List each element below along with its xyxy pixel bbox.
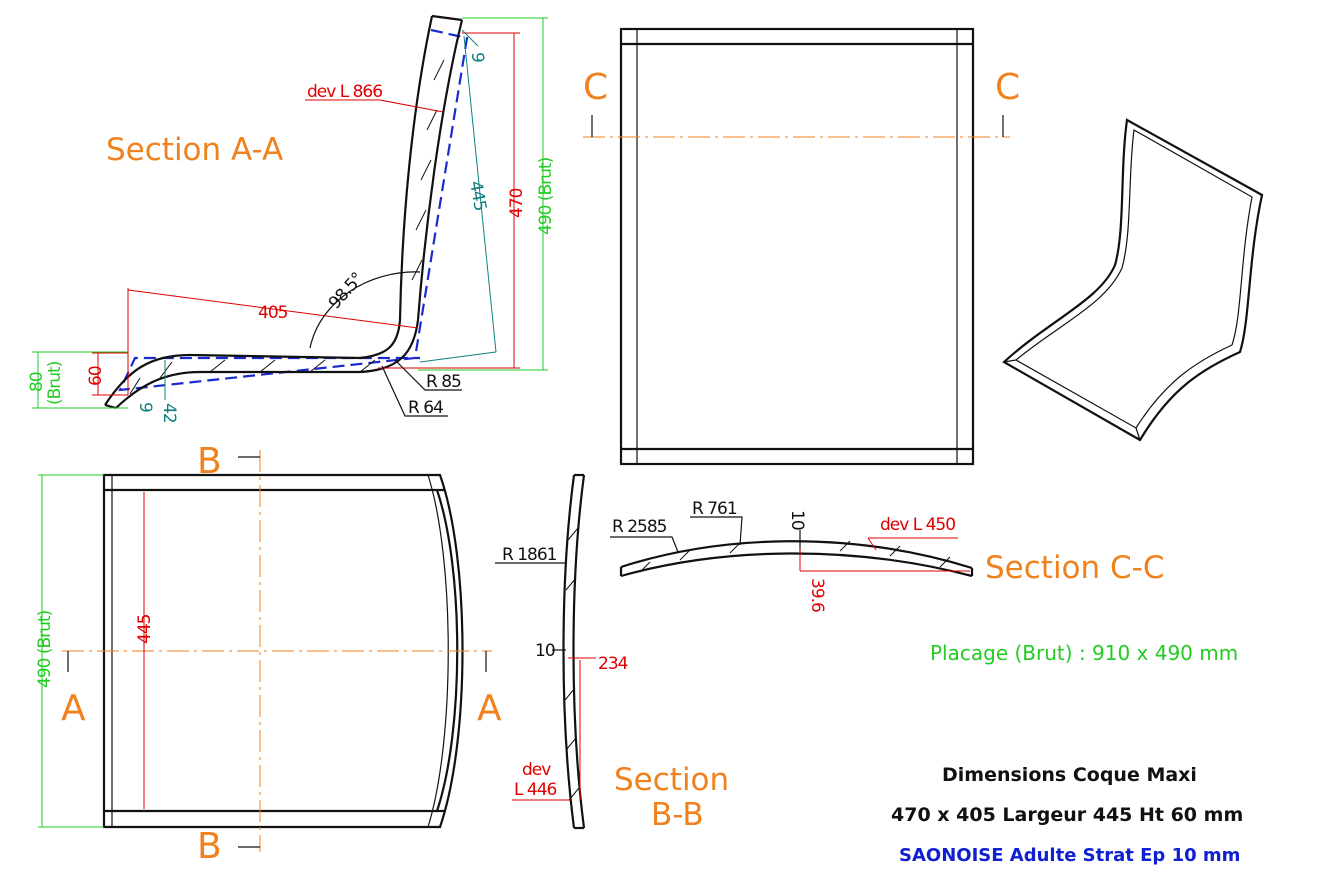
section-a-a-view: Section A-A dev L 866 [27,14,556,423]
section-c-hatching [639,540,951,573]
radius-64: R 64 [408,398,443,418]
thickness-9-bottom: 9 [135,402,155,412]
shell-outer-profile [104,15,434,406]
isometric-shell-view [1002,118,1264,442]
thickness-9-top: 9 [467,52,487,62]
section-c-letter-right: C [995,67,1020,108]
front-height-445: 445 [135,614,155,644]
front-view-plate: A A B B 490 (Brut) 445 [35,441,502,867]
angle-98-5: 98.5° [325,269,368,313]
section-a-green-dimensions: 490 (Brut) 80 (Brut) [27,17,556,409]
section-c-letter-left: C [583,67,608,108]
section-c-c-view: R 2585 R 761 10 dev L 450 39.6 Section C… [610,499,1165,612]
radius-1861: R 1861 [502,545,557,565]
shell-top-end [431,14,463,22]
section-b-b-title-line1: Section [614,762,729,798]
section-a-black-dimensions: 98.5° R 85 R 64 [309,269,462,418]
section-c-c-title: Section C-C [985,550,1165,586]
radius-85: R 85 [426,372,461,392]
height-60: 60 [86,366,106,386]
radius-2585: R 2585 [612,517,667,537]
radius-761: R 761 [692,499,737,519]
section-b-b-title-line2: B-B [651,797,704,833]
info-title: Dimensions Coque Maxi [942,764,1197,786]
height-80: 80 [27,372,47,392]
distance-445: 445 [465,179,490,212]
section-a-letter-left: A [61,688,86,729]
top-view-plate: C C [583,27,1020,466]
height-490-brut: 490 (Brut) [536,157,556,235]
top-view-outer [619,27,975,466]
section-b-b-view: R 1861 10 234 dev L 446 Section B-B [495,473,729,833]
dev-length-446: L 446 [514,780,557,800]
length-405: 405 [258,303,288,323]
section-a-letter-right: A [477,688,502,729]
height-470: 470 [507,188,527,218]
shell-hatching [129,59,445,395]
info-dimensions: 470 x 405 Largeur 445 Ht 60 mm [891,804,1243,826]
dev-label: dev [522,760,551,780]
distance-234: 234 [598,654,628,674]
brut-label-a: (Brut) [45,361,65,405]
placage-note: Placage (Brut) : 910 x 490 mm [930,641,1238,665]
section-a-red-dimensions: dev L 866 470 405 60 [86,32,527,396]
dev-length-866: dev L 866 [307,82,382,102]
section-a-a-title: Section A-A [106,132,283,168]
distance-42: 42 [159,403,179,423]
section-c-thickness-10: 10 [787,510,807,530]
reference-envelope [118,28,469,392]
section-b-thickness-10: 10 [535,641,555,661]
section-b-letter-bottom: B [197,826,222,867]
section-b-hatching [564,527,580,801]
section-b-letter-top: B [197,441,222,482]
info-model: SAONOISE Adulte Strat Ep 10 mm [899,845,1240,866]
distance-39-6: 39.6 [807,578,827,612]
front-height-490-brut: 490 (Brut) [35,610,55,688]
shell-inner-profile [115,19,464,409]
dev-length-450: dev L 450 [880,515,955,535]
